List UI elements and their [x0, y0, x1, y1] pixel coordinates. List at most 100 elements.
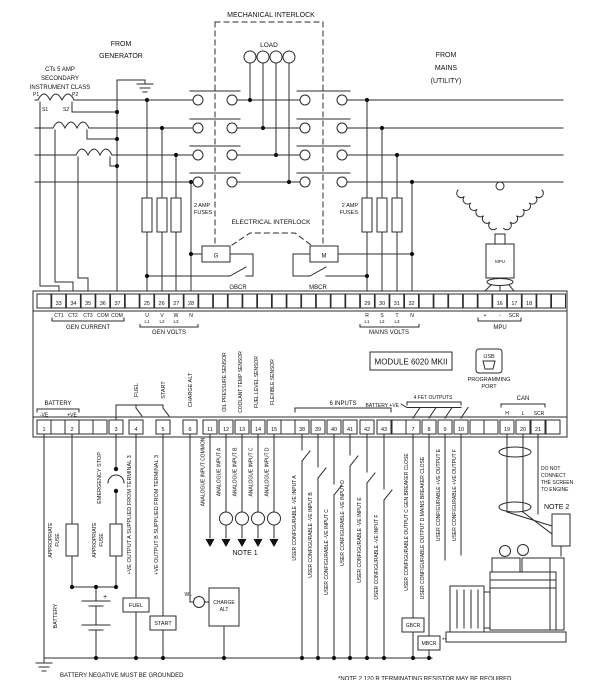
junction-dot: [409, 251, 415, 257]
junction-dot: [426, 655, 432, 661]
junction-dot: [260, 125, 266, 131]
ground-arrow-icon: [205, 539, 215, 547]
output-c-wire-label: USER CONFIGURABLE OUTPUT C GEN BREAKER C…: [404, 453, 410, 591]
battery-pos-fet-label: BATTERY +VE: [366, 403, 400, 409]
terminal-box-empty: [286, 293, 302, 309]
gbcr-label: GBCR: [229, 285, 247, 291]
mechanical-interlock-label: MECHANICAL INTERLOCK: [227, 12, 315, 19]
pin-l2-gen: L2: [159, 319, 165, 324]
from-generator-label-2: GENERATOR: [99, 53, 143, 60]
terminal-number: 41: [347, 427, 353, 433]
programming-port-label-2: PORT: [481, 384, 497, 390]
input-switch: [333, 484, 343, 496]
terminal-box-27: [168, 293, 184, 309]
pin-r: R: [365, 313, 369, 319]
battery-pos-label: +VE: [67, 413, 77, 419]
start-solenoid-box: [149, 615, 177, 631]
terminal-box-empty: [280, 419, 296, 435]
wl-label: WL: [185, 592, 193, 598]
pin-l3-gen: L3: [173, 319, 179, 324]
contact-circle: [299, 94, 311, 106]
ct-class-label-2: SECONDARY: [41, 76, 79, 82]
charge-alt-box-label-2: ALT: [220, 607, 229, 613]
input-switch: [366, 472, 376, 484]
terminal-box-empty: [78, 419, 94, 435]
terminal-number: 35: [85, 301, 91, 307]
terminal-box-empty: [36, 293, 52, 309]
pin-n-mains: N: [410, 313, 414, 319]
pin-mpu-plus: +: [484, 313, 487, 319]
usb-label: USB: [483, 354, 495, 360]
ct-p1-label: P1: [33, 92, 39, 98]
terminal-box-empty: [271, 293, 287, 309]
flywheel-teeth-left: [456, 189, 498, 231]
analogue-wire-label: ANALOGUE INPUT B: [233, 447, 239, 496]
contact-circle: [336, 149, 348, 161]
junction-dot: [160, 655, 166, 661]
terminal-number: 14: [255, 427, 261, 433]
gen-fuse-1: [141, 197, 153, 233]
contact-circle: [299, 122, 311, 134]
junction-dot: [114, 163, 120, 169]
start-relay-contact: [162, 407, 170, 417]
junction-dot: [114, 109, 120, 115]
mbcr-label: MBCR: [309, 285, 327, 291]
fuel-start-charge-wiring: FUEL START +VE OUTPUT A SUPPLIED FROM TE…: [122, 433, 240, 659]
load-connections: [243, 50, 296, 183]
titles: MECHANICAL INTERLOCK LOAD FROM GENERATOR…: [30, 12, 462, 91]
ground-arrow-icon: [237, 539, 247, 547]
terminal-box-35: [80, 293, 96, 309]
mpu-body-label: MPU: [495, 259, 505, 264]
contactors: [189, 90, 351, 188]
terminal-number: 3: [114, 427, 117, 433]
junction-dot: [173, 152, 179, 158]
fet-outputs-label: 4 FET OUTPUTS: [414, 395, 453, 401]
valve-cover-2: [521, 557, 551, 573]
mbcr-note-marker: **: [442, 638, 447, 644]
six-inputs-label: 6 INPUTS: [329, 401, 356, 407]
pin-w: W: [174, 313, 179, 319]
electrical-interlock-linkage: [231, 232, 312, 246]
can-l-label: L: [522, 411, 525, 417]
sender-icon: [267, 511, 281, 526]
terminal-box-empty: [257, 293, 272, 309]
pin-ct3: CT3: [83, 313, 93, 319]
ct1-coil: [37, 93, 75, 102]
sensor-label: OIL PRESSURE SENSOR: [222, 352, 228, 412]
output-d-wire-label: USER CONFIGURABLE OUTPUT D MAINS BREAKER…: [420, 456, 426, 599]
junction-dot: [315, 655, 321, 661]
junction-dot: [93, 655, 99, 661]
note1-label: NOTE 1: [232, 550, 257, 557]
junction-dot: [409, 179, 415, 185]
gen-volt-drops: 2 AMP FUSES: [141, 99, 213, 292]
terminal-box-empty: [92, 419, 108, 435]
negative-ground-bus: BATTERY NEGATIVE MUST BE GROUNDED *NOTE …: [35, 657, 512, 680]
pin-l2-mains: L2: [379, 319, 385, 324]
input-switch: [349, 455, 359, 467]
junction-dot: [144, 97, 150, 103]
appropriate-fuse-1-label-a: APPROPRIATE: [48, 522, 54, 558]
terminal-number: 40: [331, 427, 337, 433]
terminal-box-empty: [198, 293, 214, 309]
module-outline: [32, 290, 568, 438]
junction-dot: [188, 179, 194, 185]
appropriate-fuse-2-label-a: APPROPRIATE: [92, 522, 98, 558]
junction-dot: [331, 655, 337, 661]
contact-circle: [192, 122, 204, 134]
mpu-assembly: MPU: [456, 181, 544, 292]
from-mains-label-2: MAINS: [435, 65, 458, 72]
terminal-box-empty: [227, 293, 243, 309]
module-name: MODULE 6020 MKII: [375, 358, 448, 367]
note2-label: NOTE 2: [544, 504, 569, 511]
input-wire-label: USER CONFIGURABLE -VE INPUT A: [292, 475, 298, 561]
contact-circle: [299, 149, 311, 161]
pin-l1-mains: L1: [364, 319, 370, 324]
terminal-box-37: [110, 293, 125, 309]
terminal-number: 12: [223, 427, 229, 433]
input-switch: [301, 450, 311, 462]
terminal-number: 2: [70, 427, 73, 433]
terminal-number: 13: [239, 427, 245, 433]
